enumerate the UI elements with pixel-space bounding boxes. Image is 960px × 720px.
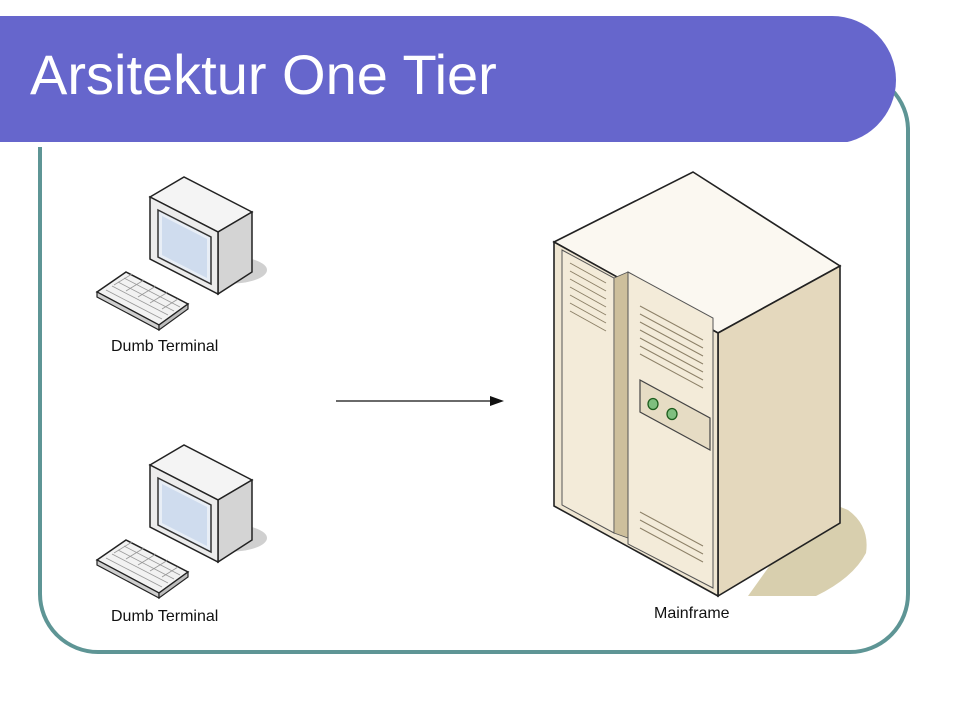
title-underline <box>0 142 848 147</box>
mainframe-server-icon <box>552 171 867 598</box>
terminal-label: Dumb Terminal <box>111 608 219 625</box>
crt-terminal-icon <box>95 444 267 600</box>
slide-title: Arsitektur One Tier <box>30 43 497 106</box>
connection-arrow <box>336 396 504 406</box>
terminal-label: Dumb Terminal <box>111 338 219 355</box>
title-bar <box>0 16 896 147</box>
crt-terminal-icon <box>95 176 267 332</box>
mainframe-label: Mainframe <box>654 605 730 622</box>
